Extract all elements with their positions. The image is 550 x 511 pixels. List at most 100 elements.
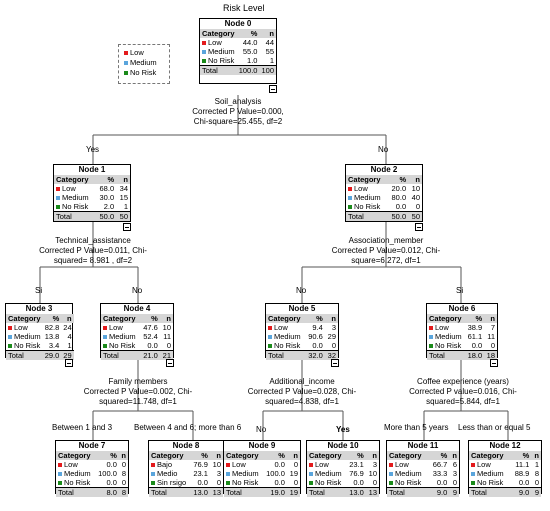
no-risk-swatch: [151, 481, 155, 486]
header-category: Category: [346, 175, 388, 184]
split-technical-assistance: Technical_assistance Corrected P Value=0…: [39, 236, 147, 265]
row-category: No Risk: [427, 341, 465, 351]
total-percent: 9.0: [428, 487, 450, 497]
header-n: n: [159, 314, 173, 323]
row-category: No Risk: [101, 341, 140, 351]
split-association-member: Association_member Corrected P Value=0.0…: [331, 236, 441, 265]
table-header: Category%n: [6, 314, 74, 323]
row-n: 3: [452, 469, 457, 478]
medium-swatch: [58, 472, 62, 477]
row-percent: 0.0: [518, 478, 530, 487]
collapse-toggle-button[interactable]: [490, 359, 498, 367]
low-swatch: [124, 51, 128, 56]
total-label: Total: [387, 487, 429, 497]
collapse-toggle-button[interactable]: [123, 223, 131, 231]
no-risk-swatch: [429, 344, 433, 349]
header-percent: %: [95, 175, 117, 184]
header-n: n: [116, 175, 130, 184]
row-n: 29: [327, 332, 336, 341]
row-n: 1: [123, 202, 128, 211]
total-n: 50: [116, 211, 130, 221]
collapse-toggle-button[interactable]: [415, 223, 423, 231]
total-label: Total: [149, 487, 191, 497]
row-percent: 55.0: [242, 47, 258, 56]
row-n: 10: [411, 184, 420, 193]
row-category: No Risk: [224, 478, 263, 488]
row-percent: 0.0: [436, 478, 448, 487]
node-title: Node 1: [78, 165, 106, 174]
row-category: Medium: [469, 469, 510, 478]
legend-item-low: Low: [124, 48, 164, 58]
row-category: Medium: [266, 332, 305, 341]
collapse-toggle-button[interactable]: [166, 359, 174, 367]
row-n: 24: [63, 323, 72, 332]
no-risk-swatch: [471, 481, 475, 486]
header-category: Category: [200, 29, 237, 38]
row-n: 34: [119, 184, 128, 193]
total-percent: 13.0: [346, 487, 366, 497]
header-percent: %: [262, 451, 287, 460]
total-n: 13: [365, 487, 379, 497]
row-percent: 66.7: [432, 460, 448, 469]
row-n: 10: [212, 460, 221, 469]
row-percent: 3.4: [48, 341, 60, 350]
total-label: Total: [6, 350, 43, 360]
row-percent: 13.8: [44, 332, 60, 341]
row-percent: 0.0: [353, 478, 364, 487]
row-n: 0: [121, 478, 126, 487]
low-swatch: [309, 463, 313, 468]
collapse-toggle-button[interactable]: [65, 359, 73, 367]
branch-no-2: No: [296, 286, 307, 295]
row-category: No Risk: [54, 202, 95, 212]
row-n: 7: [490, 323, 495, 332]
row-percent: 76.9: [349, 469, 364, 478]
row-category: Medium: [101, 332, 140, 341]
total-n: 29: [61, 350, 74, 360]
collapse-toggle-button[interactable]: [331, 359, 339, 367]
row-category: Low: [387, 460, 428, 469]
row-percent: 82.8: [44, 323, 60, 332]
row-category: Medium: [307, 469, 346, 478]
row-n: 4: [67, 332, 72, 341]
low-swatch: [226, 463, 230, 468]
branch-between-4-and-6: Between 4 and 6; more than 6: [134, 423, 242, 432]
collapse-toggle-button[interactable]: [269, 85, 277, 93]
header-category: Category: [427, 314, 465, 323]
legend-item-no-risk: No Risk: [124, 68, 164, 78]
split-additional-income: Additional_income Corrected P Value=0.02…: [247, 377, 357, 406]
row-percent: 2.0: [103, 202, 115, 211]
row-n: 0: [293, 478, 298, 487]
row-percent: 80.0: [391, 193, 407, 202]
total-n: 18: [484, 350, 497, 360]
node-title: Node 8: [172, 441, 200, 450]
total-percent: 9.0: [510, 487, 532, 497]
row-category: Low: [307, 460, 346, 469]
